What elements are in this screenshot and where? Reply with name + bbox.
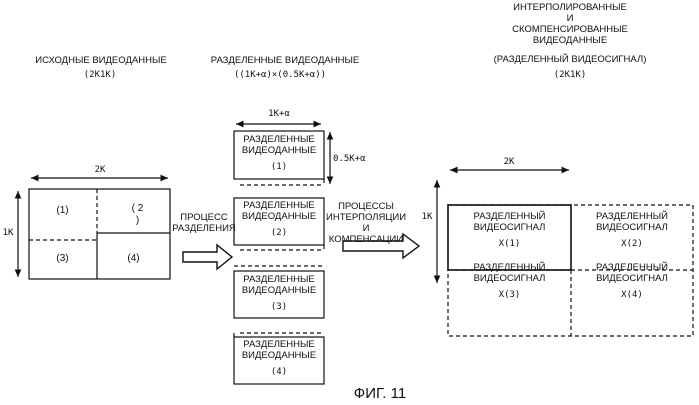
split-resolution: ((1K+α)×(0.5K+α)) — [200, 70, 360, 80]
split-height-label: 0.5K+α — [333, 154, 379, 164]
split-block-4-label: РАЗДЕЛЕННЫЕ ВИДЕОДАННЫЕ — [234, 340, 324, 362]
result-cell-1-label: РАЗДЕЛЕННЫЙ ВИДЕОСИГНАЛ — [448, 212, 571, 234]
split-process-label: ПРОЦЕСС РАЗДЕЛЕНИЯ — [170, 213, 238, 235]
source-cell-1: (1) — [45, 205, 80, 217]
result-cell-1-index: X(1) — [448, 239, 571, 249]
result-resolution: (2K1K) — [540, 70, 600, 80]
split-block-3-label: РАЗДЕЛЕННЫЕ ВИДЕОДАННЫЕ — [234, 275, 324, 297]
split-block-1-index: (1) — [234, 162, 324, 172]
result-cell-4-label: РАЗДЕЛЕННЫЙ ВИДЕОСИГНАЛ — [571, 263, 693, 285]
figure-caption: ФИГ. 11 — [330, 385, 430, 402]
split-block-3-index: (3) — [234, 302, 324, 312]
split-block-4-index: (4) — [234, 367, 324, 377]
result-width-label: 2K — [494, 157, 524, 167]
result-cell-2-index: X(2) — [571, 239, 693, 249]
source-resolution: (2K1K) — [70, 70, 130, 80]
source-cell-3: (3) — [45, 253, 80, 265]
split-hollow-arrow — [183, 245, 232, 269]
source-title: ИСХОДНЫЕ ВИДЕОДАННЫЕ — [26, 56, 176, 67]
result-title: ИНТЕРПОЛИРОВАННЫЕ И СКОМПЕНСИРОВАННЫЕ ВИ… — [490, 3, 650, 47]
source-width-label: 2K — [85, 165, 115, 175]
result-cell-2-label: РАЗДЕЛЕННЫЙ ВИДЕОСИГНАЛ — [571, 212, 693, 234]
split-block-2-label: РАЗДЕЛЕННЫЕ ВИДЕОДАННЫЕ — [234, 201, 324, 223]
source-height-label: 1K — [0, 228, 16, 238]
interp-process-label: ПРОЦЕССЫ ИНТЕРПОЛЯЦИИ И КОМПЕНСАЦИИ — [326, 202, 406, 246]
result-cell-4-index: X(4) — [571, 290, 693, 300]
result-height-label: 1K — [419, 212, 435, 222]
split-block-2-index: (2) — [234, 228, 324, 238]
source-cell-2: ( 2 ) — [120, 203, 155, 226]
split-block-1-label: РАЗДЕЛЕННЫЕ ВИДЕОДАННЫЕ — [234, 135, 324, 157]
split-width-label: 1K+α — [254, 109, 304, 119]
source-cell-4: (4) — [116, 253, 151, 265]
result-subtitle: (РАЗДЕЛЕННЫЙ ВИДЕОСИГНАЛ) — [470, 55, 670, 66]
result-cell-3-label: РАЗДЕЛЕННЫЙ ВИДЕОСИГНАЛ — [448, 263, 571, 285]
split-title: РАЗДЕЛЕННЫЕ ВИДЕОДАННЫЕ — [200, 56, 370, 67]
result-cell-3-index: X(3) — [448, 290, 571, 300]
